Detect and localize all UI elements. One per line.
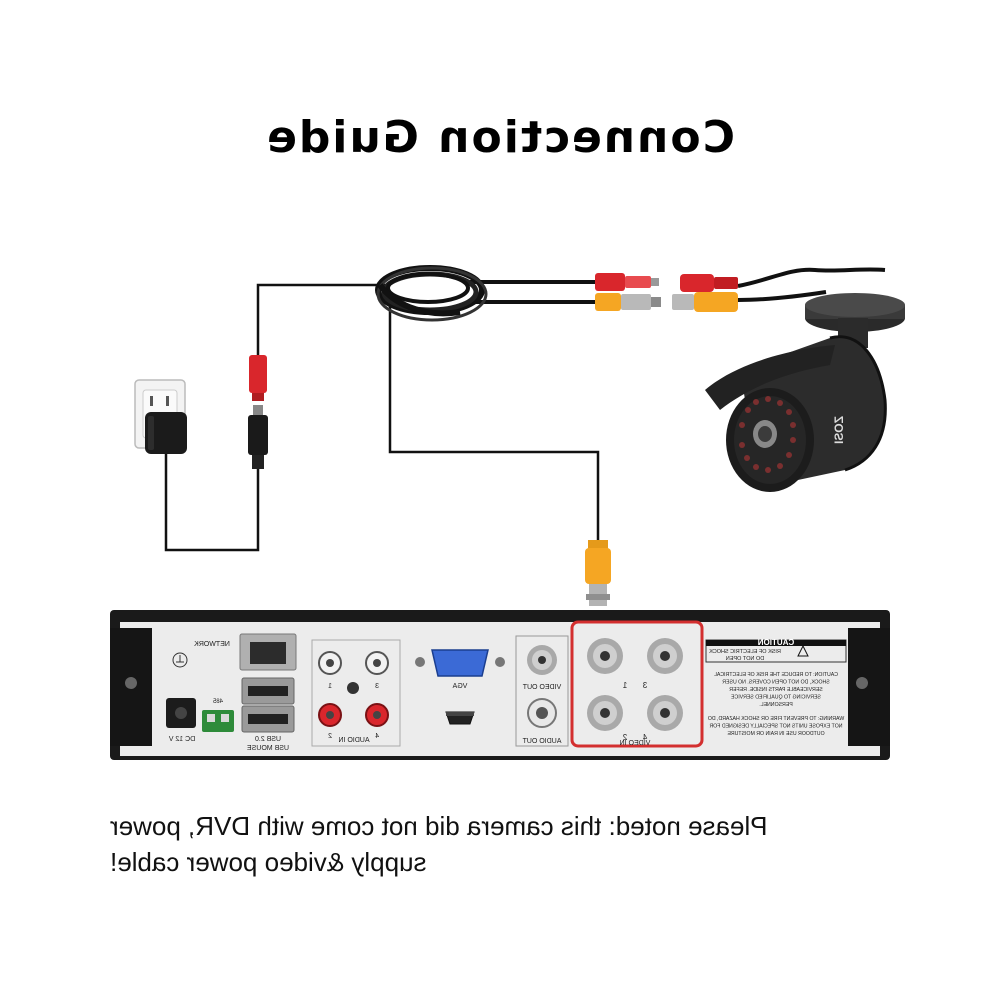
audio-in-number-3: 3 — [375, 683, 379, 690]
warning-line-3: OUTDOOR USE IN RAIN OR MOISTURE — [727, 731, 825, 737]
cable-coil — [375, 265, 488, 322]
video-in-port-1[interactable] — [587, 638, 623, 674]
video-in-number-2: 2 — [622, 733, 627, 742]
ground-icon — [172, 652, 188, 668]
note-line-1: Please noted: this camera did not come w… — [110, 811, 768, 841]
wires — [164, 267, 886, 552]
hdmi-port[interactable] — [445, 711, 475, 725]
power-wire-top — [256, 283, 385, 355]
rs485-terminal[interactable] — [202, 710, 234, 732]
video-out-section: VIDEO OUT AUDIO OUT — [515, 635, 569, 747]
dc-plug-male — [595, 273, 659, 291]
audio-in-port-2[interactable] — [318, 703, 342, 727]
network-label: NETWORK — [194, 641, 230, 648]
caution-line-3: SERVICEABLE PARTS INSIDE. REFER — [729, 687, 823, 693]
caution-sub1: RISK OF ELECTRIC SHOCK — [709, 649, 781, 655]
warning-text-lines: WARNING: TO PREVENT FIRE OR SHOCK HAZARD… — [708, 716, 844, 737]
bnc-plug-male — [595, 293, 661, 311]
audio-in-number-4: 4 — [375, 733, 379, 740]
warning-line-1: WARNING: TO PREVENT FIRE OR SHOCK HAZARD… — [708, 716, 844, 722]
video-in-number-3: 3 — [642, 681, 647, 690]
audio-in-number-2: 2 — [328, 733, 332, 740]
caution-title: CAUTION — [758, 638, 795, 647]
audio-in-number-1: 1 — [328, 683, 332, 690]
power-wire-bottom — [164, 448, 260, 552]
shock-warning-icon — [797, 644, 809, 657]
dvr-unit: CAUTION RISK OF ELECTRIC SHOCK DO NOT OP… — [110, 610, 890, 760]
video-in-number-4: 4 — [642, 733, 647, 742]
dc-label: DC 12 V — [168, 736, 195, 743]
caution-line-4: SERVICING TO QUALIFIED SERVICE — [731, 695, 821, 701]
dc-plug-vertical-red — [249, 355, 267, 401]
caution-line-5: PERSONNEL. — [759, 702, 792, 708]
bullet-camera: ZOSI — [705, 293, 905, 492]
right-rack-ear — [848, 628, 890, 746]
usb-port-bottom[interactable] — [241, 705, 295, 733]
video-in-port-4[interactable] — [647, 695, 683, 731]
bnc-plug-female — [672, 292, 738, 312]
video-in-label: VIDEO IN — [620, 740, 651, 747]
note-line-2: supply &video power cable! — [110, 847, 427, 877]
camera-pigtail-2 — [737, 290, 827, 302]
caution-sub2: DO NOT OPEN — [726, 656, 764, 662]
caution-line-2: SHOCK, DO NOT OPEN COVERS. NO USER — [722, 680, 830, 686]
video-out-port[interactable] — [527, 645, 557, 675]
vga-port[interactable] — [415, 649, 505, 677]
dc-power-jack[interactable] — [166, 698, 196, 728]
audio-in-port-3[interactable] — [365, 651, 389, 675]
rs485-label: 485 — [212, 699, 223, 705]
camera-brand: ZOSI — [832, 416, 846, 444]
usb-label: USB 2.0 — [255, 736, 281, 743]
dc-plug-vertical-black — [248, 405, 268, 469]
video-in-port-2[interactable] — [587, 695, 623, 731]
video-out-label: VIDEO OUT — [522, 684, 561, 691]
vga-label: VGA — [452, 683, 467, 690]
video-in-highlight — [570, 620, 704, 748]
caution-label: CAUTION RISK OF ELECTRIC SHOCK DO NOT OP… — [705, 638, 847, 737]
video-wire — [388, 300, 600, 540]
audio-in-section: 1 3 2 4 AUDIO IN — [311, 639, 401, 747]
note-container: Please noted: this camera did not come w… — [110, 808, 900, 880]
dc-plug-female — [680, 274, 738, 292]
bnc-plug-to-dvr — [585, 540, 611, 606]
audio-in-port-1[interactable] — [318, 651, 342, 675]
usb-mouse-label: USB MOUSE — [247, 745, 289, 752]
network-port[interactable] — [239, 633, 297, 671]
note-text: Please noted: this camera did not come w… — [110, 808, 900, 880]
camera-pigtail — [737, 267, 886, 288]
caution-text-lines: CAUTION: TO REDUCE THE RISK OF ELECTRICA… — [714, 672, 838, 708]
power-adapter — [145, 412, 187, 454]
audio-out-port[interactable] — [527, 698, 557, 728]
audio-in-label: AUDIO IN — [338, 737, 369, 744]
video-in-number-1: 1 — [622, 681, 627, 690]
audio-out-label: AUDIO OUT — [522, 738, 562, 745]
video-in-port-3[interactable] — [647, 638, 683, 674]
warning-line-2: NOT EXPOSE UNITS NOT SPECIALLY DESIGNED … — [709, 724, 842, 730]
caution-line-1: CAUTION: TO REDUCE THE RISK OF ELECTRICA… — [714, 672, 838, 678]
video-in-ports: 1 3 2 4 VIDEO IN — [587, 638, 683, 747]
usb-port-top[interactable] — [241, 677, 295, 705]
ground-screw — [347, 682, 359, 694]
audio-in-port-4[interactable] — [365, 703, 389, 727]
